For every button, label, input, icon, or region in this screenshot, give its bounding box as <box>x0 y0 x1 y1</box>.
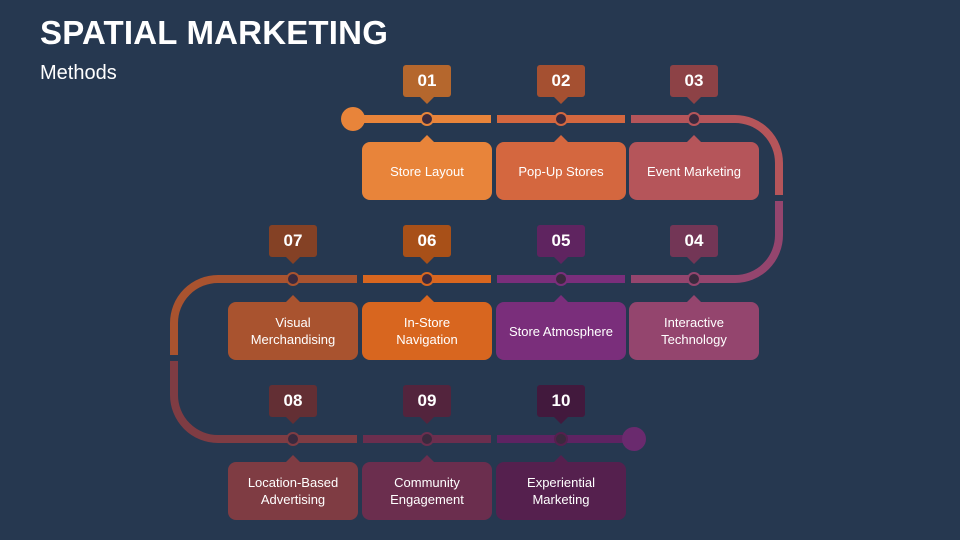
step-card-label: Event Marketing <box>629 135 759 200</box>
step-node-02 <box>554 112 568 126</box>
step-node-06 <box>420 272 434 286</box>
step-node-04 <box>687 272 701 286</box>
step-card-label: Experiential Marketing <box>496 455 626 520</box>
step-node-08 <box>286 432 300 446</box>
step-number-badge: 04 <box>670 225 718 264</box>
step-card-label: Store Atmosphere <box>496 295 626 360</box>
path-start-dot <box>341 107 365 131</box>
step-number-badge: 01 <box>403 65 451 104</box>
step-card-label: Community Engagement <box>362 455 492 520</box>
page-subtitle: Methods <box>40 62 117 84</box>
step-node-03 <box>687 112 701 126</box>
step-number-badge: 09 <box>403 385 451 424</box>
step-card-label: Store Layout <box>362 135 492 200</box>
step-number-badge: 06 <box>403 225 451 264</box>
step-card-label: In-Store Navigation <box>362 295 492 360</box>
step-number-badge: 02 <box>537 65 585 104</box>
step-number-badge: 10 <box>537 385 585 424</box>
step-card-label: Pop-Up Stores <box>496 135 626 200</box>
step-node-01 <box>420 112 434 126</box>
page-title: SPATIAL MARKETING <box>40 14 389 51</box>
step-node-10 <box>554 432 568 446</box>
step-node-09 <box>420 432 434 446</box>
step-card-label: Interactive Technology <box>629 295 759 360</box>
step-number-badge: 03 <box>670 65 718 104</box>
path-end-dot <box>622 427 646 451</box>
step-number-badge: 07 <box>269 225 317 264</box>
step-node-05 <box>554 272 568 286</box>
step-number-badge: 08 <box>269 385 317 424</box>
step-card-label: Visual Merchandising <box>228 295 358 360</box>
step-card-label: Location-Based Advertising <box>228 455 358 520</box>
step-node-07 <box>286 272 300 286</box>
step-number-badge: 05 <box>537 225 585 264</box>
